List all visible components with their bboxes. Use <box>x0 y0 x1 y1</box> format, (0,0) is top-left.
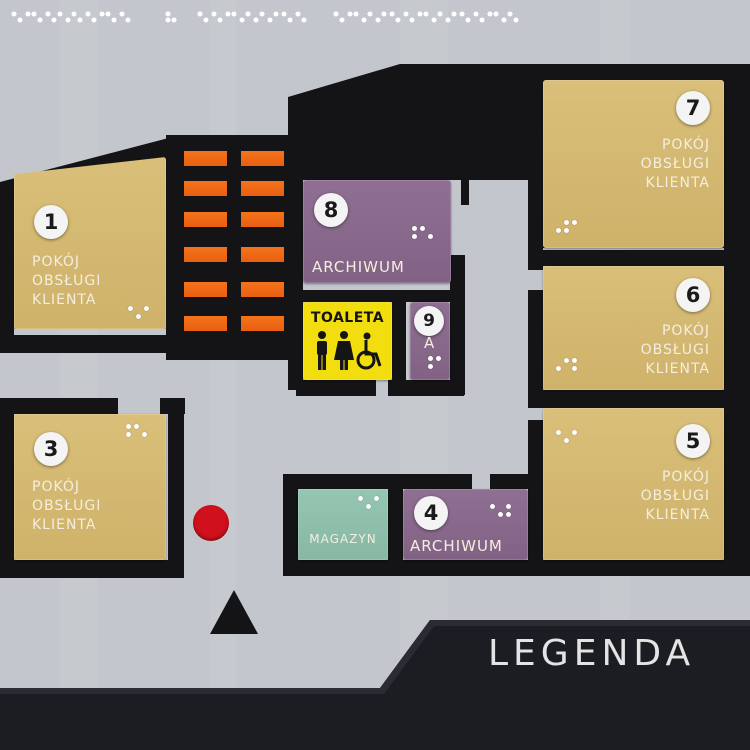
storage[interactable] <box>298 489 388 560</box>
room-6-label-line: POKÓJ <box>661 323 710 339</box>
room-6-label: POKÓJ OBSŁUGI KLIENTA <box>560 322 710 379</box>
room-8-braille <box>412 226 433 239</box>
room-9-label: A <box>424 334 436 352</box>
room-3-label-line: OBSŁUGI <box>32 498 102 514</box>
room-5-braille <box>556 430 577 443</box>
room-3-label-line: KLIENTA <box>32 517 97 533</box>
room-7-number: 7 <box>676 91 710 125</box>
legend-band <box>0 620 750 750</box>
room-3-label: POKÓJ OBSŁUGI KLIENTA <box>32 478 101 535</box>
room-1-braille <box>128 306 149 319</box>
storage-braille <box>358 496 379 509</box>
man-icon <box>317 331 327 370</box>
room-3-number: 3 <box>34 432 68 466</box>
room-4-label: ARCHIWUM <box>410 537 503 555</box>
room-5-label-line: KLIENTA <box>645 507 710 523</box>
braille-title <box>10 10 520 26</box>
room-9-braille <box>420 356 441 369</box>
you-are-here-marker <box>193 505 229 541</box>
room-1-number: 1 <box>34 205 68 239</box>
room-5-label: POKÓJ OBSŁUGI KLIENTA <box>560 468 710 525</box>
room-3-label-line: POKÓJ <box>32 479 81 495</box>
woman-icon <box>334 331 354 370</box>
toilet-icons <box>317 331 382 370</box>
room-6-label-line: OBSŁUGI <box>640 342 710 358</box>
room-4-braille <box>490 504 511 517</box>
room-7-braille <box>556 220 577 233</box>
braille-title-dots <box>11 11 519 23</box>
room-4-number: 4 <box>414 496 448 530</box>
room-5-number: 5 <box>676 424 710 458</box>
room-7-label: POKÓJ OBSŁUGI KLIENTA <box>560 136 710 193</box>
room-9-number: 9 <box>414 306 444 336</box>
direction-triangle-icon <box>210 590 258 634</box>
room-6-braille <box>556 358 577 371</box>
room-7-label-line: OBSŁUGI <box>640 156 710 172</box>
room-7-label-line: POKÓJ <box>661 137 710 153</box>
legend-title: LEGENDA <box>488 633 696 674</box>
room-5-label-line: POKÓJ <box>661 469 710 485</box>
room-1-label-line: POKÓJ <box>32 254 81 270</box>
room-6-number: 6 <box>676 278 710 312</box>
room-1-label: POKÓJ OBSŁUGI KLIENTA <box>32 253 101 310</box>
room-8-label: ARCHIWUM <box>312 258 405 276</box>
room-7-label-line: KLIENTA <box>645 175 710 191</box>
room-6-label-line: KLIENTA <box>645 361 710 377</box>
room-1-label-line: KLIENTA <box>32 292 97 308</box>
room-3-braille <box>126 424 147 437</box>
room-1-label-line: OBSŁUGI <box>32 273 102 289</box>
room-5-label-line: OBSŁUGI <box>640 488 710 504</box>
storage-label: MAGAZYN <box>309 532 377 546</box>
room-1[interactable] <box>14 157 166 329</box>
wheelchair-icon <box>356 340 382 370</box>
room-8-number: 8 <box>314 193 348 227</box>
toilet-label: TOALETA <box>310 310 385 326</box>
